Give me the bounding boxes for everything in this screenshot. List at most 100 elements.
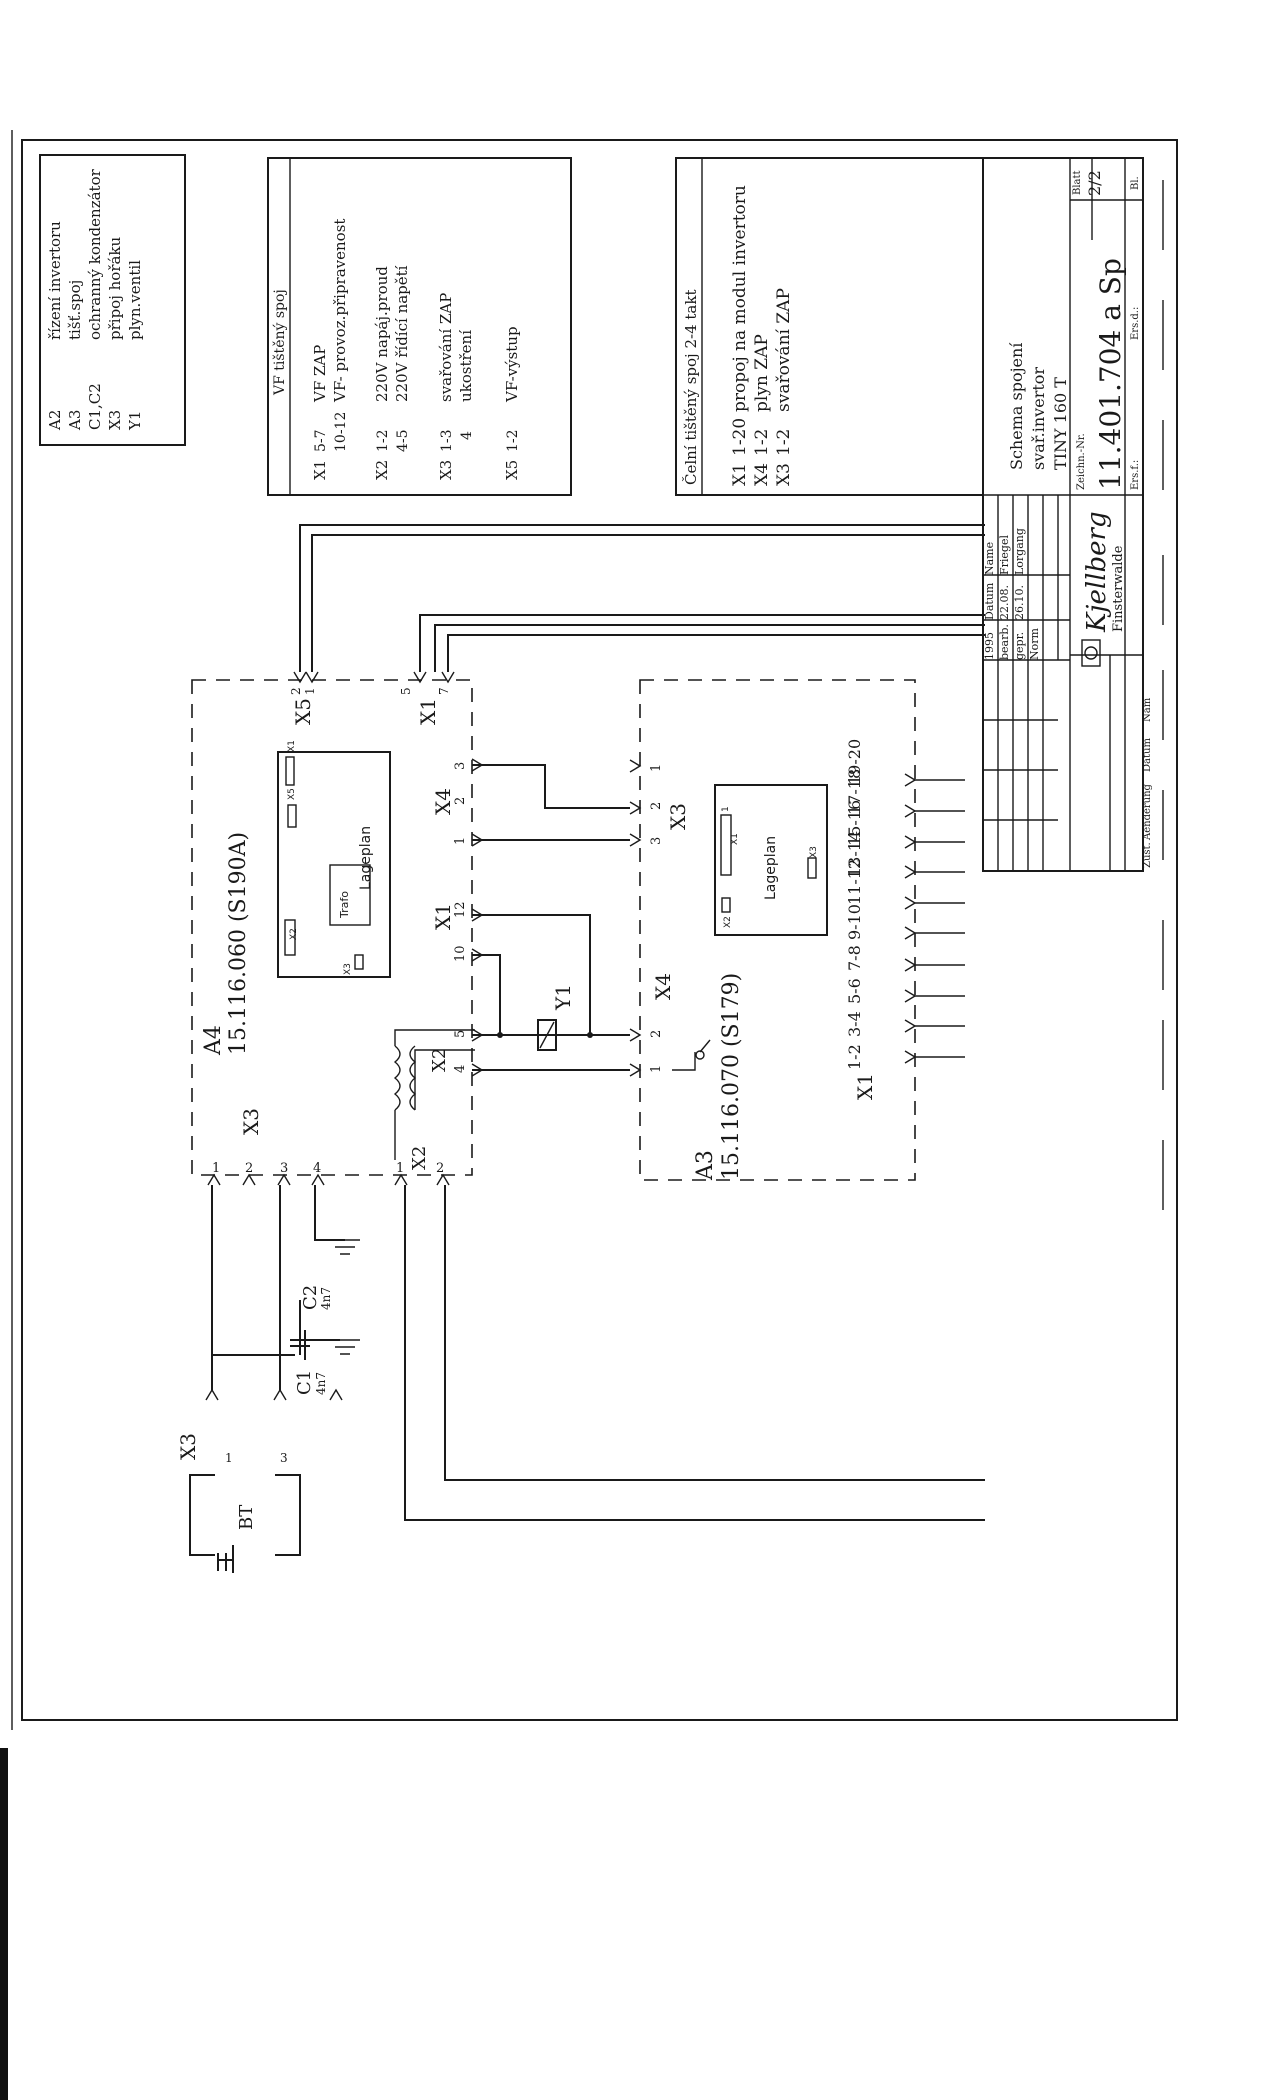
a4-x1b-pin-5: 5 [399,687,413,695]
front-desc-2: svařování ZAP [774,288,794,412]
tb-bl-label: Bl. [1130,176,1141,190]
front-desc-0: propoj na modul invertoru [730,185,750,412]
legend-front: Čelní tištěný spoj 2-4 takt X1 1-20 prop… [675,157,984,496]
a3-x1-pair-7: 15-16 [845,800,864,846]
a4-mini-x5: X5 [287,788,297,800]
legend-desc-0: řízení invertoru [46,221,64,340]
a3-part: 15.116.070 (S179) [719,973,744,1180]
a3-conn-x1: X1 [853,1073,877,1100]
legend-desc-1: tišť.spoj [66,280,84,340]
a4-trafo: Trafo [338,891,351,919]
legend-desc-4: plyn.ventil [126,260,144,340]
vf-desc-4: svařování ZAP [437,293,455,402]
y1-label: Y1 [551,984,575,1011]
tb-bearb-date: 22.08. [998,585,1011,620]
tb-blatt-val: 2/2 [1085,170,1104,196]
a4-x2-pin-1: 1 [396,1161,404,1176]
a3-x1-pair-6: 13-14 [845,831,864,877]
a3-lageplan: Lageplan [763,836,779,900]
tb-drawing-no: 11.401.704 a Sp [1094,258,1127,490]
vf-desc-6: VF-výstup [503,326,521,403]
a3-ref: A3 [693,1150,718,1181]
a3-x1-pair-3: 7-8 [845,945,864,971]
a3-x1-pair-9: 19-20 [845,739,864,785]
front-pins-1: 1-2 [752,429,772,456]
a4-x2-pin-2: 2 [436,1161,444,1176]
a3-x1-pair-8: 17-18 [845,769,864,815]
legend-vf-title: VF tištěný spoj [271,289,288,396]
legend-desc-3: připoj hořáku [106,236,124,340]
tb-city: Finsterwalde [1111,545,1126,632]
tb-gepr-name: Lorgang [1013,528,1026,575]
c2-value: 4n7 [319,1287,333,1310]
tb-title3: TINY 160 T [1051,377,1070,470]
tb-year: 1995 [983,632,996,660]
a4-mini-x3: X3 [343,963,353,975]
a3-mini-x3: X3 [809,846,819,858]
legend-code-3: X3 [106,410,124,430]
tb-col-datum: Datum [983,582,996,620]
a4-x2b-pin-4: 4 [453,1065,468,1073]
vf-pins-3: 4-5 [395,429,411,452]
tb-name2: Nam [1142,697,1153,722]
tb-aenderung: Aenderung [1142,783,1153,841]
a4-x5-pin-1: 1 [303,687,317,695]
front-desc-1: plyn ZAP [752,334,772,412]
tb-gepr-date: 26.10. [1013,585,1026,620]
vf-pins-5: 4 [459,431,475,440]
front-conn-2: X3 [774,463,794,486]
a3-conn-x4: X4 [651,973,675,1000]
a3-x3-pin-3: 3 [649,837,664,845]
vf-desc-5: ukostření [457,330,475,402]
a4-x3-pin-4: 4 [313,1161,321,1176]
vf-pins-1: 10-12 [333,412,349,452]
vf-conn-2: X2 [373,460,391,480]
tb-blatt-label: Blatt [1072,170,1083,195]
module-a4: A4 15.116.060 (S190A) Trafo Lageplan X2 … [191,671,473,1186]
a3-x3-pin-2: 2 [649,802,664,810]
a3-x4-pin-1: 1 [649,1065,664,1073]
a4-x2b-pin-5: 5 [453,1030,468,1038]
torch-ref: X3 [176,1433,200,1460]
tb-row-gepr: gepr. [1013,632,1026,660]
vf-desc-0: VF ZAP [311,345,329,403]
a4-x1-pin-10: 10 [453,945,468,962]
c1-label: C1 [294,1370,315,1395]
a4-x4-pin-1: 1 [453,837,468,845]
a4-x2-label-b: X2 [429,1048,450,1072]
tb-datum2: Datum [1142,738,1153,772]
legend-code-0: A2 [46,410,64,431]
transformer-symbol [393,1029,475,1160]
a4-x2-label: X2 [409,1146,430,1170]
a4-x4-pin-3: 3 [453,762,468,770]
tb-company: Kjellberg [1082,511,1112,633]
a3-x4-pin-2: 2 [649,1030,664,1038]
a4-x3-pin-2: 2 [245,1161,253,1176]
tb-row-bearb: bearb. [998,624,1011,660]
drawing-frame [21,139,1178,1721]
a3-x1-pair-0: 1-2 [845,1044,864,1070]
a3-mini-one: 1 [721,806,731,812]
tb-title1: Schema spojení [1007,342,1026,470]
torch-pin-3: 3 [280,1451,288,1465]
vf-pins-4: 1-3 [439,429,455,452]
a4-ref: A4 [201,1025,226,1056]
company-logo [1081,639,1101,667]
a4-conn-x1b: X1 [416,698,440,725]
tb-title2: svař.invertor [1029,367,1048,470]
title-block: 1995 Datum Name bearb. 22.08. Friegel ge… [982,157,1153,872]
vf-conn-4: X3 [437,460,455,480]
tb-zust: Zust. [1142,842,1153,868]
a4-mini-x1: X1 [287,740,297,752]
front-pins-2: 1-2 [774,429,794,456]
a4-x3-pin-1: 1 [212,1161,220,1176]
front-pins-0: 1-20 [730,418,750,456]
c2-label: C2 [300,1285,321,1310]
vf-pins-0: 5-7 [313,429,329,452]
a3-mini-x2: X2 [723,916,733,928]
a4-x5-pin-2: 2 [289,687,303,695]
a3-mini-x1: X1 [730,833,740,845]
inter-module-wires [472,764,630,1071]
legend-code-2: C1,C2 [86,383,104,430]
